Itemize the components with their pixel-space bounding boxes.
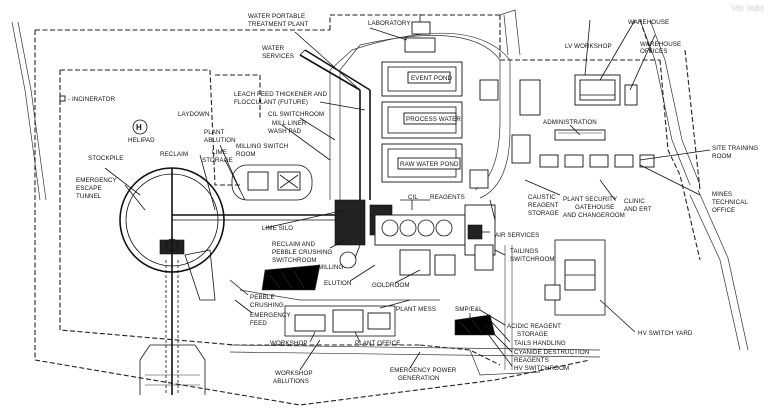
label-stockpile: STOCKPILE [88,155,124,162]
label-event-pond: EVENT POND [411,75,453,82]
label-leach-feed-2: FLOCCULANT (FUTURE) [234,99,308,106]
label-acidic-1: ACIDIC REAGENT [507,323,561,330]
label-plant-mess: PLANT MESS [396,306,436,313]
perimeter-fence [11,9,749,406]
label-administration: ADMINISTRATION [543,119,597,126]
label-tailings-1: TAILINGS [510,248,539,255]
label-emergency-escape-3: TUNNEL [76,193,102,200]
label-pebble-crushing-2: CRUSHING [250,302,284,309]
label-milling: MILLING [318,264,344,271]
milling-switchroom-area [231,164,313,201]
label-reclaim-pebble-1: RECLAIM AND [272,241,315,248]
label-water-potable: WATER PORTABLE [248,13,305,20]
helipad: H [132,119,148,135]
plant-fence [59,69,501,366]
label-laydown: LAYDOWN [178,111,210,118]
label-mines-tech-2: TECHNICAL [712,199,748,206]
label-emergency-feed-2: FEED [250,320,267,327]
label-laboratory: LABORATORY [368,20,411,27]
label-incinerator: - INCINERATOR [68,96,116,103]
admin-buildings [469,74,655,189]
label-emergency-escape-2: ESCAPE [76,185,102,192]
label-emergency-escape-1: EMERGENCY [76,177,117,184]
label-plant-ablution-1: PLANT [204,129,225,136]
label-lime-storage-1: LIME [212,149,227,156]
laboratory [404,21,436,53]
label-emergency-power-2: GENERATION [398,375,439,382]
svg-text:H: H [136,123,142,132]
label-elution: ELUTION [324,280,352,287]
label-plant-security-1: PLANT SECURITY [563,196,617,203]
label-emergency-feed-1: EMERGENCY [250,312,291,319]
label-air-services: AIR SERVICES [495,232,539,239]
label-mill-liner-2: WASH PAD [268,128,302,135]
watermark: Ver más [730,3,764,13]
label-tailings-2: SWITCHROOM [510,256,555,263]
label-hv-switchroom: HV SWITCHROOM [514,365,569,372]
label-process-water: PROCESS WATER [406,116,461,123]
label-lv-workshop: LV WORKSHOP [565,43,612,50]
label-warehouse-offices-2: OFFICES [640,48,668,55]
label-plant-ablution-2: ABLUTION [204,137,236,144]
label-workshop-ablutions-2: ABLUTIONS [273,378,309,385]
stockpile [119,167,225,395]
workshop-area [284,305,496,337]
leader-lines [104,14,711,371]
site-roads [229,289,601,376]
label-lime-storage-2: STORAGE [202,157,233,164]
raw-water-pond: RAW WATER POND [381,143,463,183]
label-raw-water-pond: RAW WATER POND [400,161,459,168]
label-mines-tech-1: MINES [712,191,732,198]
label-reclaim: RECLAIM [160,151,188,158]
label-mill-liner-1: MILL LINER [272,120,307,127]
label-plant-security-3: AND CHANGEROOM [563,212,625,219]
label-plant-office: PLANT OFFICE [355,340,400,347]
label-caustic-1: CAUSTIC [528,194,556,201]
label-emergency-power-1: EMERGENCY POWER [390,367,457,374]
label-warehouse-offices-1: WAREHOUSE [640,41,681,48]
label-clinic-2: AND ERT [624,206,652,213]
label-helipad: HELIPAD [128,137,155,144]
process-water-pond: PROCESS WATER [381,101,463,139]
label-clinic-1: CLINIC [624,198,645,205]
conveyor [172,214,340,301]
label-treatment-plant: TREATMENT PLANT [248,21,309,28]
label-caustic-3: STORAGE [528,210,559,217]
label-warehouse: WAREHOUSE [628,19,669,26]
label-workshop-ablutions-1: WORKSHOP [275,370,313,377]
label-cil-switchroom: CIL SWITCHROOM [268,111,324,118]
label-plant-security-2: GATEHOUSE [575,204,614,211]
label-cil: CIL [408,194,418,201]
label-workshop: WORKSHOP [270,340,308,347]
label-milling-switch-2: ROOM [236,151,256,158]
label-site-training-2: ROOM [712,153,732,160]
pond-access-road [329,32,511,200]
label-water-services-1: WATER [262,45,285,52]
label-pebble-crushing-1: PEBBLE [250,294,275,301]
label-caustic-2: REAGENT [528,202,559,209]
label-cyanide-2: REAGENTS [514,357,549,364]
label-smp: SMP/E&I [455,306,481,313]
label-reclaim-pebble-3: SWITCHROOM [272,257,317,264]
label-site-training-1: SITE TRAINING [712,145,758,152]
label-water-services-2: SERVICES [262,53,294,60]
label-cyanide-1: CYANIDE DESTRUCTION [514,349,589,356]
label-mines-tech-3: OFFICE [712,207,735,214]
event-pond: EVENT POND [381,61,463,97]
label-goldroom: GOLDROOM [372,282,410,289]
label-tails-handling: TAILS HANDLING [514,340,566,347]
label-reclaim-pebble-2: PEBBLE CRUSHING [272,249,332,256]
label-milling-switch-1: MILLING SWITCH [236,143,288,150]
label-acidic-2: STORAGE [517,331,548,338]
labels: WATER PORTABLE TREATMENT PLANT LABORATOR… [59,13,758,385]
hv-switch-yard [504,239,606,370]
label-lime-silo: LIME SILO [262,225,293,232]
label-leach-feed-1: LEACH FEED THICKENER AND [234,91,327,98]
label-reagents: REAGENTS [430,194,465,201]
label-hv-switch-yard: HV SWITCH YARD [638,330,693,337]
